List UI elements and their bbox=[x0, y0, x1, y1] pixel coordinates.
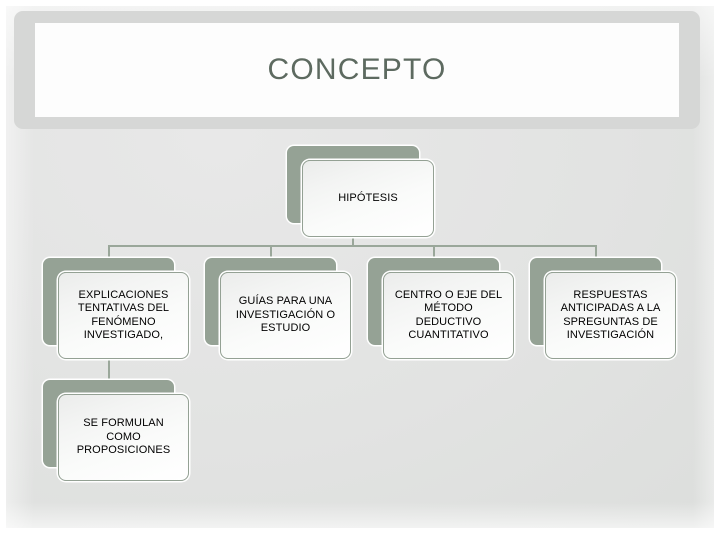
node-card[interactable]: HIPÓTESIS bbox=[302, 160, 434, 237]
connector-drop-4 bbox=[595, 245, 597, 259]
node-guias[interactable]: GUÍAS PARA UNA INVESTIGACIÓN O ESTUDIO bbox=[205, 258, 351, 359]
page-title: CONCEPTO bbox=[267, 53, 447, 86]
node-card[interactable]: GUÍAS PARA UNA INVESTIGACIÓN O ESTUDIO bbox=[220, 272, 351, 359]
connector-horizontal-bar bbox=[108, 245, 597, 247]
connector-drop-2 bbox=[270, 245, 272, 259]
connector-drop-1 bbox=[108, 245, 110, 259]
connector-root-stem bbox=[352, 237, 354, 246]
node-label: HIPÓTESIS bbox=[338, 191, 398, 204]
node-centro-eje[interactable]: CENTRO O EJE DEL MÉTODO DEDUCTIVO CUANTI… bbox=[368, 258, 514, 359]
node-label: RESPUESTAS ANTICIPADAS A LA SPREGUNTAS D… bbox=[560, 288, 661, 342]
node-label: SE FORMULAN COMO PROPOSICIONES bbox=[76, 417, 171, 457]
connector-drop-3 bbox=[433, 245, 435, 259]
node-explicaciones[interactable]: EXPLICACIONES TENTATIVAS DEL FENÓMENO IN… bbox=[43, 258, 189, 359]
node-hipotesis[interactable]: HIPÓTESIS bbox=[287, 146, 434, 237]
node-card[interactable]: CENTRO O EJE DEL MÉTODO DEDUCTIVO CUANTI… bbox=[383, 272, 514, 359]
node-proposiciones[interactable]: SE FORMULAN COMO PROPOSICIONES bbox=[43, 380, 189, 481]
connector-sub-branch bbox=[108, 345, 110, 380]
node-card[interactable]: EXPLICACIONES TENTATIVAS DEL FENÓMENO IN… bbox=[58, 272, 189, 359]
node-respuestas[interactable]: RESPUESTAS ANTICIPADAS A LA SPREGUNTAS D… bbox=[530, 258, 676, 359]
node-label: CENTRO O EJE DEL MÉTODO DEDUCTIVO CUANTI… bbox=[394, 288, 503, 342]
node-card[interactable]: SE FORMULAN COMO PROPOSICIONES bbox=[58, 394, 189, 481]
title-placeholder-frame[interactable]: CONCEPTO bbox=[14, 11, 700, 129]
node-card[interactable]: RESPUESTAS ANTICIPADAS A LA SPREGUNTAS D… bbox=[545, 272, 676, 359]
title-placeholder-inner: CONCEPTO bbox=[35, 23, 679, 117]
node-label: EXPLICACIONES TENTATIVAS DEL FENÓMENO IN… bbox=[77, 288, 170, 342]
node-label: GUÍAS PARA UNA INVESTIGACIÓN O ESTUDIO bbox=[235, 295, 336, 335]
